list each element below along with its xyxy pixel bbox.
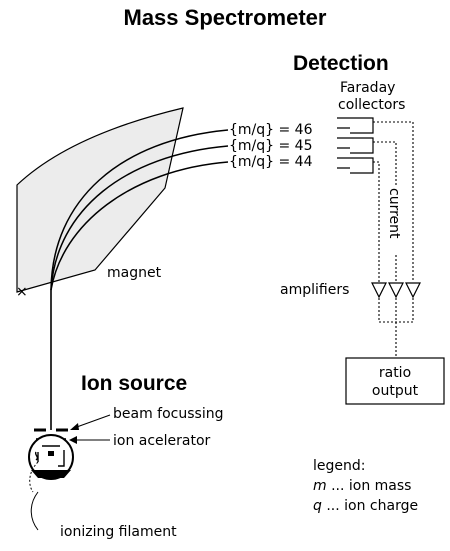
detection-heading: Detection (293, 52, 389, 75)
current-label-bg (388, 185, 404, 255)
magnet-sector (16, 107, 184, 293)
filament-coil (34, 451, 39, 462)
amplifier-output-wires (378, 298, 414, 323)
ion-acelerator-arrowhead (69, 436, 77, 444)
beam-focussing-arrowhead (70, 423, 79, 430)
faraday-collectors (337, 117, 374, 174)
current-label: current (386, 188, 402, 239)
amplifiers (371, 282, 421, 299)
mq-label-45: {m/q} = 45 (229, 138, 313, 154)
beam-focussing-label: beam focussing (113, 406, 223, 422)
wire-46 (373, 121, 414, 282)
ion-beam (50, 129, 229, 430)
diagram-title: Mass Spectrometer (124, 5, 327, 30)
trajectory-46 (50, 129, 229, 291)
collector-plate (58, 450, 65, 467)
faraday-label-line2: collectors (338, 97, 405, 113)
mq-label-46: {m/q} = 46 (229, 122, 313, 138)
ion-source-chamber (28, 434, 74, 480)
legend-q-text: ... ion charge (322, 498, 418, 514)
faraday-label-line1: Faraday (340, 80, 395, 96)
legend-m-text: ... ion mass (327, 478, 412, 494)
trajectory-44 (50, 161, 229, 291)
ionizing-filament-label: ionizing filament (60, 524, 177, 540)
legend-heading: legend: (313, 458, 365, 474)
magnet-label: magnet (107, 265, 162, 281)
ion-source-heading: Ion source (81, 372, 187, 395)
amplifier-45 (388, 282, 404, 299)
ratio-output-box (345, 357, 445, 405)
ratio-label-line1: ratio (379, 365, 411, 381)
legend-m-symbol: m (313, 478, 327, 494)
legend-q-symbol: q (313, 498, 322, 514)
trajectory-45 (50, 145, 229, 291)
chamber-base (31, 470, 71, 478)
beam-focussing-arrow (73, 414, 111, 429)
filament-leader (30, 491, 39, 531)
wire-44 (373, 161, 380, 282)
magnet-cross-mark: × (16, 284, 28, 300)
ion-acelerator-label: ion acelerator (113, 433, 211, 449)
mq-label-44: {m/q} = 44 (229, 154, 313, 170)
faraday-collector-44 (337, 157, 374, 174)
faraday-collector-45 (337, 137, 374, 154)
ion-emitter (48, 451, 54, 456)
amplifier-44 (371, 282, 387, 299)
legend-mass-entry: m ... ion mass (313, 478, 411, 494)
ratio-label-line2: output (372, 383, 419, 399)
faraday-collector-46 (337, 117, 374, 134)
amplifier-46 (405, 282, 421, 299)
amplifiers-label: amplifiers (280, 282, 349, 298)
legend-charge-entry: q ... ion charge (313, 498, 418, 514)
